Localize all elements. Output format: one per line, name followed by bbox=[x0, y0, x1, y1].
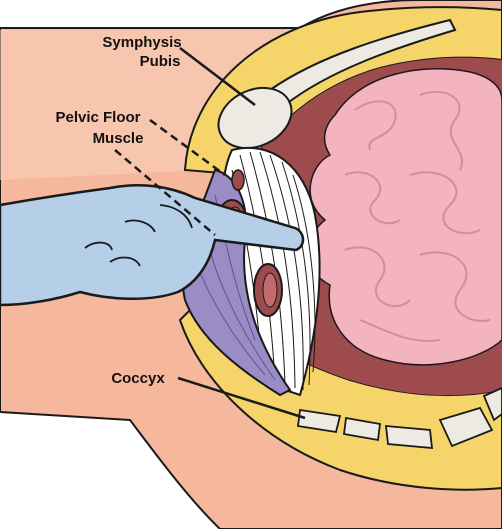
rectum-section bbox=[254, 264, 282, 316]
label-symphysis-line2: Pubis bbox=[140, 53, 181, 70]
urethra-section bbox=[232, 170, 244, 190]
label-pelvic-line1: Pelvic Floor bbox=[55, 109, 140, 126]
label-symphysis-line1: Symphysis bbox=[102, 34, 181, 51]
label-pelvic-line2: Muscle bbox=[93, 130, 144, 147]
label-coccyx: Coccyx bbox=[111, 370, 165, 387]
